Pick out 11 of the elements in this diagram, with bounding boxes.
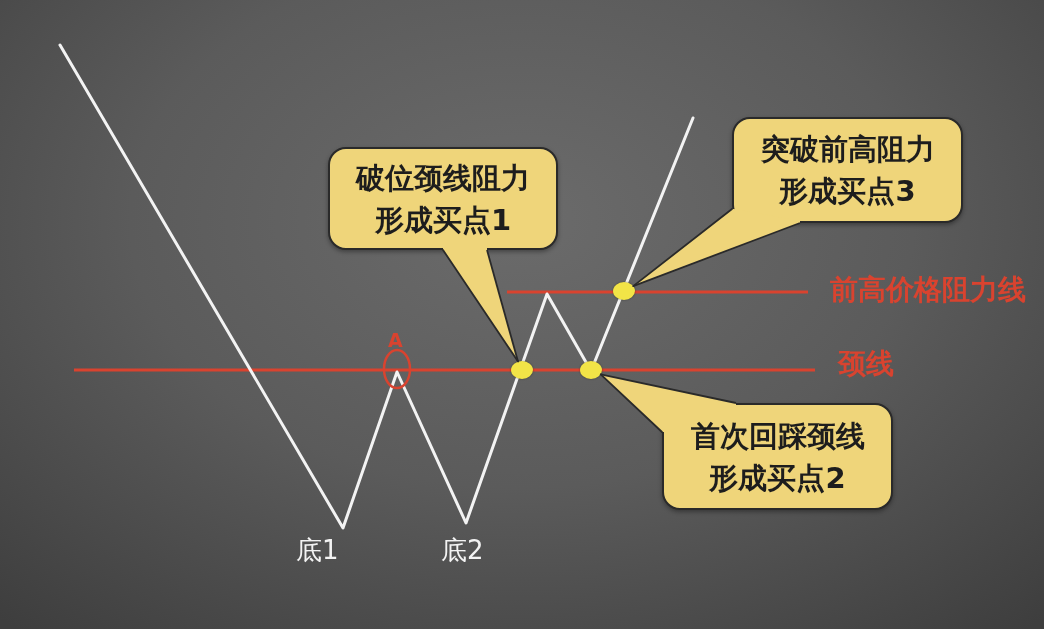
leader-line: [632, 208, 733, 287]
marker-dot: [580, 361, 602, 379]
line-label: 前高价格阻力线: [830, 273, 1026, 307]
trough-label: 底2: [441, 535, 484, 566]
line-label: 颈线: [838, 347, 894, 381]
trough-label: 底1: [296, 535, 339, 566]
leader-line: [599, 373, 663, 433]
marker-dot: [511, 361, 533, 379]
speech-bubble: 突破前高阻力形成买点3: [732, 117, 963, 223]
marker-dot: [613, 282, 635, 300]
peak-label: A: [388, 329, 403, 352]
